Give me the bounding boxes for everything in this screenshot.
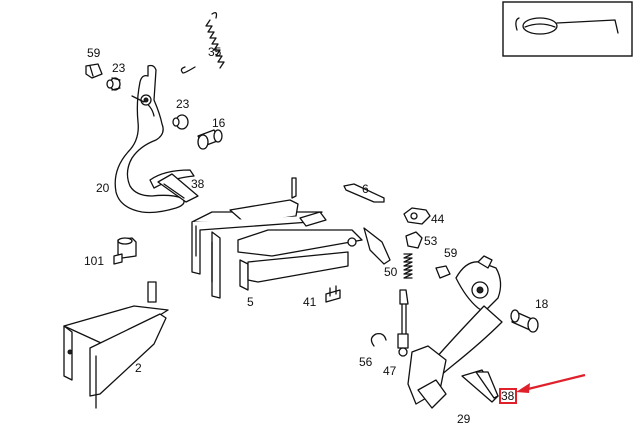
- clip-59-left: [85, 63, 103, 79]
- pin-16: [197, 129, 223, 150]
- callout-35: 35: [208, 45, 222, 59]
- clip-59-right: [435, 265, 451, 279]
- callout-2: 2: [135, 361, 142, 375]
- highlight-arrow: [516, 373, 586, 393]
- bushing-23-mid: [172, 114, 189, 130]
- bushing-23-left: [106, 77, 121, 91]
- inset-frame: [502, 1, 633, 57]
- clip-56: [370, 332, 387, 347]
- callout-59-right: 59: [444, 246, 458, 260]
- callout-59: 59: [87, 46, 101, 60]
- pushrod-47: [397, 289, 409, 357]
- clip-44: [403, 207, 431, 225]
- clip-41: [325, 285, 341, 303]
- callout-101: 101: [84, 254, 104, 268]
- callout-20: 20: [96, 181, 110, 195]
- callout-38-highlighted: 38: [501, 389, 515, 403]
- pin-18: [510, 309, 539, 333]
- clutch-pedal-20: [114, 64, 199, 214]
- steering-wheel-pedal-icon: [515, 17, 619, 35]
- callout-56: 56: [359, 355, 373, 369]
- brake-pedal-29: [407, 255, 503, 409]
- callout-29: 29: [457, 412, 471, 426]
- bracket-2: [63, 281, 169, 409]
- callout-53: 53: [424, 234, 438, 248]
- callout-38-top: 38: [191, 177, 205, 191]
- callout-5: 5: [247, 295, 254, 309]
- pedal-bracket-5: [191, 177, 391, 299]
- callout-23: 23: [112, 61, 126, 75]
- cap-53: [405, 231, 423, 249]
- switch-101: [113, 237, 137, 265]
- spring-35: [180, 12, 225, 74]
- spring-50: [403, 253, 413, 279]
- callout-47: 47: [383, 364, 397, 378]
- callout-23-mid: 23: [176, 97, 190, 111]
- callout-50: 50: [384, 265, 398, 279]
- bracket-6: [343, 183, 385, 203]
- callout-44: 44: [431, 212, 445, 226]
- callout-18: 18: [535, 297, 549, 311]
- highlight-box: [499, 388, 517, 404]
- callout-41: 41: [303, 295, 317, 309]
- callout-16: 16: [212, 116, 226, 130]
- callout-6: 6: [362, 182, 369, 196]
